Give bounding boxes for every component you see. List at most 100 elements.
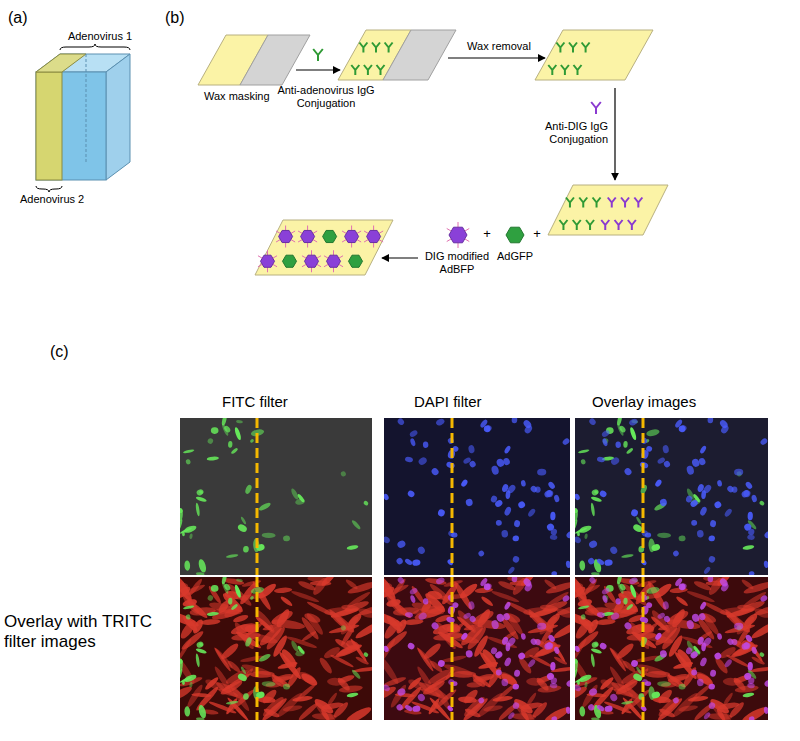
cell: [575, 658, 578, 672]
cell: [407, 489, 416, 498]
cell: [468, 445, 475, 454]
dig-tag: [324, 256, 328, 259]
cell: [363, 500, 369, 506]
cell: [478, 661, 499, 671]
cell: [404, 456, 413, 463]
cell: [207, 585, 222, 605]
cell: [686, 465, 695, 476]
cell: [698, 612, 707, 621]
boundary-line: [451, 577, 454, 720]
cell: [396, 418, 405, 426]
cell: [561, 594, 570, 603]
cell: [417, 611, 428, 621]
virus-particle: [345, 230, 359, 242]
cell: [460, 632, 469, 641]
cell: [590, 496, 602, 503]
cell: [404, 558, 413, 566]
cell: [543, 641, 553, 651]
cell: [648, 686, 655, 700]
cell: [591, 488, 600, 496]
cell: [673, 650, 698, 680]
cell: [384, 493, 390, 501]
micrograph: [180, 577, 372, 720]
cell: [197, 558, 207, 573]
cell: [502, 457, 511, 466]
panel-heading: FITC filter: [222, 392, 288, 412]
cell: [708, 713, 733, 720]
antibody: [548, 65, 556, 75]
antibody: [556, 43, 564, 53]
dig-tag: [313, 239, 317, 242]
brace: [36, 186, 62, 192]
image-panel: FITC filter: [180, 392, 372, 575]
cell: [609, 693, 619, 703]
cell: [230, 603, 238, 611]
cell: [659, 650, 667, 658]
cell: [234, 584, 242, 598]
cell: [579, 560, 585, 571]
antibody: [377, 65, 385, 75]
cell: [346, 692, 358, 698]
substrate-yellow: [255, 220, 393, 275]
cell: [313, 697, 336, 716]
cell: [697, 636, 705, 646]
cell: [517, 651, 526, 660]
cell: [243, 546, 249, 553]
cell: [529, 606, 558, 619]
reagent-label: AdGFP: [496, 250, 534, 263]
cell: [742, 544, 754, 550]
cell: [587, 703, 596, 712]
cell: [225, 697, 239, 715]
substrate-shape: [196, 33, 318, 89]
substrate-yellow: [535, 30, 653, 80]
cell: [409, 438, 416, 447]
cell: [527, 658, 537, 668]
cell: [561, 437, 570, 446]
cell: [537, 469, 546, 476]
cell: [734, 684, 759, 693]
cell: [657, 532, 671, 538]
virus-particle: [305, 255, 319, 267]
cell: [615, 441, 621, 448]
cell: [657, 612, 666, 620]
cell: [226, 582, 254, 608]
cell: [691, 669, 697, 675]
dig-tag: [276, 239, 280, 242]
cell: [221, 581, 230, 595]
cell: [451, 532, 458, 538]
cell: [243, 693, 249, 700]
dig-tag: [458, 222, 459, 227]
cell: [328, 623, 359, 634]
cube-yellow-top: [36, 54, 86, 72]
cell: [718, 419, 729, 430]
cell: [183, 605, 195, 610]
dig-tag: [302, 256, 306, 259]
dig-tag: [273, 256, 277, 259]
cell: [384, 683, 391, 692]
cell: [728, 700, 746, 719]
cell: [427, 697, 441, 715]
cell: [723, 508, 733, 518]
cell: [734, 623, 743, 630]
virus-particle: [327, 255, 341, 267]
cell: [565, 679, 570, 688]
cell: [763, 560, 768, 568]
cell: [514, 669, 521, 677]
boundary-line: [256, 418, 259, 575]
micrograph: [180, 418, 372, 575]
cell: [698, 457, 707, 466]
cube-side: [106, 54, 130, 180]
cell: [486, 635, 518, 650]
cell: [654, 479, 663, 488]
cell: [601, 587, 611, 596]
cell: [417, 693, 427, 703]
cell: [763, 706, 768, 714]
process-arrow: [614, 88, 615, 180]
process-arrow: [296, 69, 340, 70]
cell: [726, 485, 735, 494]
cell: [182, 532, 185, 536]
dig-tag: [357, 239, 361, 242]
cell: [680, 424, 688, 432]
cell: [512, 535, 519, 542]
cell: [512, 702, 520, 710]
